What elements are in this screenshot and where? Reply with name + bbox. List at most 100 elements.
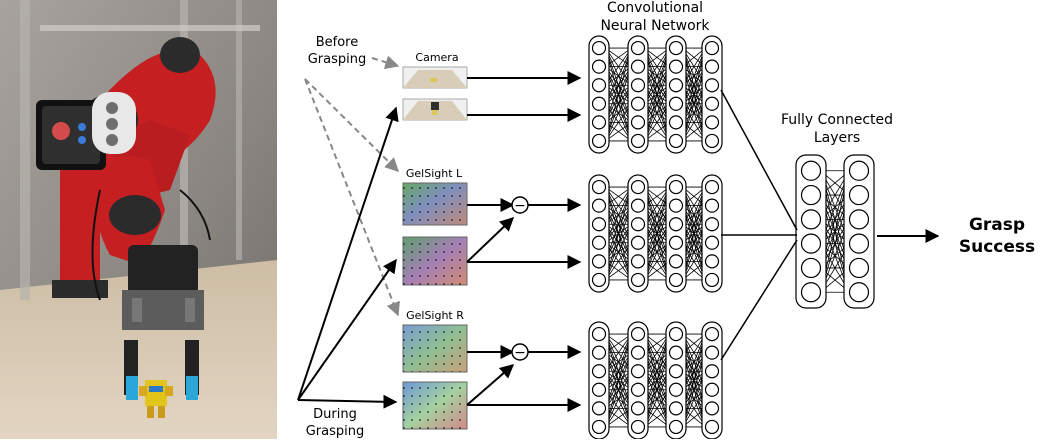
gelsight-l-cnn-node-2-6	[630, 272, 646, 288]
input-to-network-arrows	[466, 71, 582, 412]
connection-line	[605, 47, 632, 67]
gelsight-r-cnn-node-2-5	[630, 401, 646, 416]
camera-cnn-node-1-1	[591, 40, 607, 56]
gelsight-r-cnn-node-3-1	[668, 326, 684, 342]
connection-line	[605, 205, 632, 281]
connection-line	[605, 47, 632, 86]
fully-connected-network-node-1-4	[800, 233, 822, 254]
robot-photo	[0, 0, 277, 439]
connection-line	[644, 66, 670, 142]
camera-cnn-node-3-6	[668, 133, 684, 149]
svg-text:Before: Before	[316, 35, 359, 50]
gelsight-l-cnn-node-4-6	[704, 272, 720, 288]
camera-cnn-node-3-2	[668, 59, 684, 74]
gelsight-l-cnn-node-2-5	[630, 254, 646, 269]
camera-cnn-node-3-1	[668, 40, 684, 56]
svg-text:Grasping: Grasping	[308, 52, 367, 67]
gelsight-l-cnn-node-3-2	[668, 198, 684, 213]
camera-cnn-node-1-4	[591, 96, 607, 111]
gelsight-l-label: GelSight L	[406, 167, 463, 180]
connection-line	[605, 352, 632, 428]
gelsight-r-cnn	[588, 321, 723, 440]
camera-cnn-node-4-5	[704, 115, 720, 130]
connection-line	[644, 333, 670, 390]
gelsight-r-cnn-node-3-2	[668, 345, 684, 360]
merge-lines	[720, 89, 798, 361]
svg-text:Fully Connected: Fully Connected	[781, 112, 893, 128]
connection-line	[644, 333, 670, 353]
gelsight-r-cnn-node-3-3	[668, 364, 684, 379]
camera-cnn-node-1-2	[591, 59, 607, 74]
gelsight-l-cnn-node-2-4	[630, 235, 646, 250]
connection-line	[644, 186, 670, 243]
svg-text:Layers: Layers	[814, 130, 860, 146]
connection-line	[644, 47, 670, 142]
camera-cnn-node-4-2	[704, 59, 720, 74]
connection-line	[605, 47, 632, 123]
gelsight-r-images: GelSight R	[402, 309, 468, 430]
gelsight-l-cnn-node-3-5	[668, 254, 684, 269]
connection-line	[605, 66, 632, 142]
camera-during-image	[402, 98, 468, 121]
connection-line	[605, 371, 632, 428]
gelsight-l-cnn-node-1-2	[591, 198, 607, 213]
connection-line	[644, 186, 670, 262]
grasp-success-output: Grasp Success	[959, 215, 1035, 257]
connection-line	[605, 408, 632, 428]
gelsight-r-cnn-node-2-1	[630, 326, 646, 342]
camera-cnn-node-2-5	[630, 115, 646, 130]
connection-line	[605, 242, 632, 281]
gelsight-r-cnn-node-2-4	[630, 382, 646, 397]
gelsight-l-during-image	[402, 236, 468, 286]
connection-line	[605, 103, 632, 142]
svg-text:Grasping: Grasping	[306, 424, 365, 439]
connection-line	[644, 47, 670, 86]
connection-line	[644, 122, 670, 142]
before-grasping-label: Before Grasping	[308, 35, 367, 67]
connection-line	[605, 261, 632, 281]
during-grasp-arrows	[297, 106, 399, 409]
connection-line	[605, 224, 632, 281]
gelsight-r-cnn-node-4-5	[704, 401, 720, 416]
connection-line	[644, 352, 670, 428]
camera-cnn-node-3-3	[668, 78, 684, 93]
connection-line	[605, 333, 632, 353]
svg-text:−: −	[514, 345, 526, 361]
connection-line	[644, 389, 670, 428]
connection-line	[605, 333, 632, 428]
svg-text:Neural Network: Neural Network	[600, 18, 710, 34]
gelsight-l-cnn-node-3-3	[668, 217, 684, 232]
camera-cnn-node-2-2	[630, 59, 646, 74]
gelsight-r-cnn-node-3-4	[668, 382, 684, 397]
connection-line	[605, 333, 632, 390]
connection-line	[644, 205, 670, 281]
camera-cnn-node-3-5	[668, 115, 684, 130]
connection-line	[644, 103, 670, 142]
connection-line	[605, 186, 632, 281]
gelsight-l-cnn-node-4-2	[704, 198, 720, 213]
svg-text:Convolutional: Convolutional	[607, 0, 703, 16]
connection-line	[644, 242, 670, 281]
gelsight-l-cnn-node-2-2	[630, 198, 646, 213]
camera-cnn-node-1-6	[591, 133, 607, 149]
svg-text:−: −	[514, 198, 526, 214]
fully-connected-network-node-1-1	[800, 160, 822, 181]
camera-cnn-node-3-4	[668, 96, 684, 111]
camera-cnn-node-1-5	[591, 115, 607, 130]
camera-cnn-node-2-1	[630, 40, 646, 56]
gelsight-r-cnn-node-4-4	[704, 382, 720, 397]
camera-cnn-node-2-3	[630, 78, 646, 93]
gelsight-l-cnn-node-3-4	[668, 235, 684, 250]
gelsight-l-cnn-node-3-1	[668, 179, 684, 195]
gelsight-l-cnn-node-1-3	[591, 217, 607, 232]
gelsight-l-cnn-node-2-3	[630, 217, 646, 232]
gelsight-r-cnn-node-3-5	[668, 401, 684, 416]
gelsight-r-cnn-node-2-2	[630, 345, 646, 360]
connection-line	[644, 186, 670, 281]
connection-line	[644, 261, 670, 281]
connection-line	[644, 186, 670, 206]
fully-connected-network-node-1-6	[800, 282, 822, 303]
gelsight-r-label: GelSight R	[406, 309, 464, 322]
